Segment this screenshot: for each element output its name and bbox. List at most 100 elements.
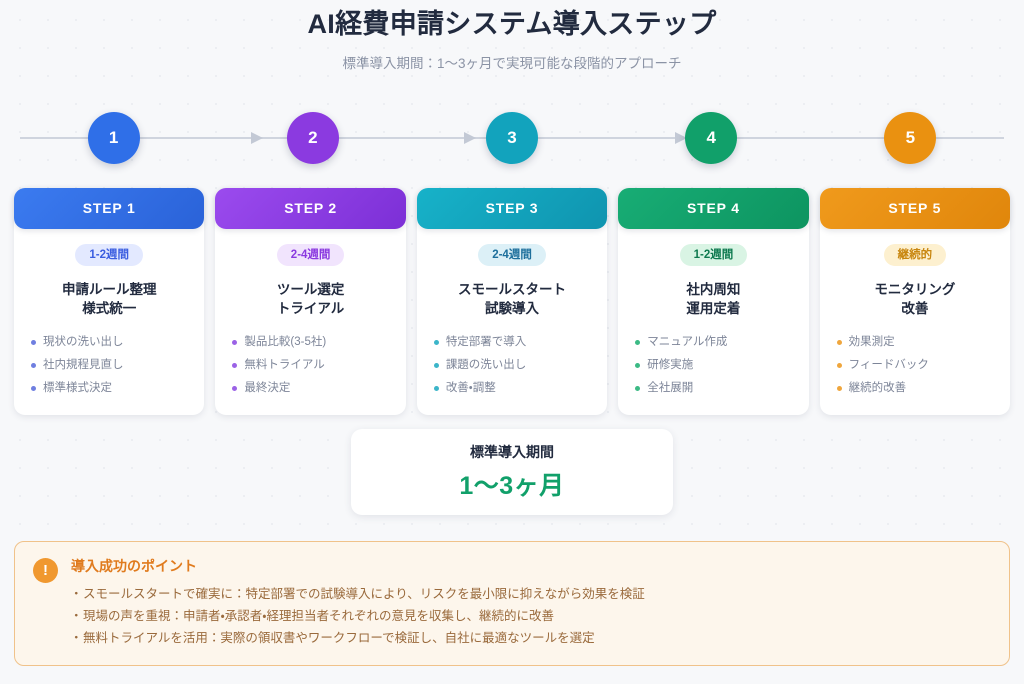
step-card-title-2: ツール選定トライアル <box>215 280 405 319</box>
duration-badge-2: 2-4週間 <box>276 243 345 266</box>
list-item: マニュアル作成 <box>634 331 792 354</box>
step-bullets-5: 効果測定フィードバック継続的改善 <box>820 331 1010 401</box>
bullet-text: 無料トライアル <box>244 359 325 372</box>
step-card-3[interactable]: STEP 3 2-4週間スモールスタート試験導入特定部署で導入課題の洗い出し改善・… <box>416 187 608 415</box>
step-title-line1-4: 社内周知 <box>686 281 741 297</box>
list-item: フィードバック <box>836 354 994 377</box>
timeline: 1 2 3 4 5 <box>14 96 1010 180</box>
step-card-header-2: STEP 2 <box>215 187 406 229</box>
step-title-line1-1: 申請ルール整理 <box>61 281 157 297</box>
timeline-node-1[interactable]: 1 <box>87 111 140 164</box>
list-item: 社内規程見直し <box>30 354 188 377</box>
list-item: 効果測定 <box>836 331 994 354</box>
badge-row-4: 1-2週間 <box>618 243 808 266</box>
page-title: AI経費申請システム導入ステップ <box>307 9 717 39</box>
badge-row-1: 1-2週間 <box>14 243 204 266</box>
exclamation-icon: ! <box>33 557 58 583</box>
bullet-text: 現状の洗い出し <box>43 335 124 348</box>
step-title-line2-4: 運用定着 <box>686 301 741 317</box>
step-card-4[interactable]: STEP 4 1-2週間社内周知運用定着マニュアル作成研修実施全社展開 <box>618 187 809 415</box>
step-card-1[interactable]: STEP 1 1-2週間申請ルール整理様式統一現状の洗い出し社内規程見直し標準様式… <box>14 187 205 415</box>
bullet-text: 最終決定 <box>244 382 291 395</box>
step-cards: STEP 1 1-2週間申請ルール整理様式統一現状の洗い出し社内規程見直し標準様式… <box>14 187 1011 415</box>
step-card-header-1: STEP 1 <box>14 187 205 229</box>
list-item: 標準様式決定 <box>30 377 188 400</box>
step-card-title-1: 申請ルール整理様式統一 <box>14 280 204 319</box>
timeline-node-5[interactable]: 5 <box>884 111 937 164</box>
timeline-node-4[interactable]: 4 <box>685 111 738 164</box>
bullet-text: 社内規程見直し <box>43 359 124 372</box>
list-item: 現状の洗い出し <box>30 331 188 354</box>
step-title-line1-5: モニタリング <box>874 281 956 297</box>
step-card-header-5: STEP 5 <box>819 187 1011 229</box>
step-card-title-4: 社内周知運用定着 <box>618 280 808 319</box>
step-card-title-5: モニタリング改善 <box>820 280 1010 319</box>
timeline-node-3[interactable]: 3 <box>486 111 538 164</box>
bullet-text: 改善・調整 <box>445 382 496 395</box>
list-item: 無料トライアル <box>231 354 389 377</box>
bullet-text: 研修実施 <box>647 359 694 372</box>
arrow-right-icon-3 <box>675 131 687 144</box>
badge-row-2: 2-4週間 <box>215 243 405 266</box>
tip-item-1: スモールスタートで確実に：特定部署での試験導入により、リスクを最小限に抑えながら… <box>70 583 991 606</box>
timeline-node-slot-2: 2 <box>213 111 412 164</box>
list-item: 製品比較(3-5社) <box>231 331 389 354</box>
tips-panel: ! 導入成功のポイント スモールスタートで確実に：特定部署での試験導入により、リ… <box>14 540 1010 667</box>
list-item: 最終決定 <box>231 377 389 400</box>
timeline-node-slot-3: 3 <box>412 111 611 164</box>
step-card-header-4: STEP 4 <box>618 187 809 229</box>
bullet-text: マニュアル作成 <box>647 335 728 348</box>
step-bullets-1: 現状の洗い出し社内規程見直し標準様式決定 <box>14 331 204 401</box>
tip-item-2: 現場の声を重視：申請者・承認者・経理担当者それぞれの意見を収集し、継続的に改善 <box>70 605 991 628</box>
list-item: 特定部署で導入 <box>433 331 591 354</box>
arrow-right-icon-2 <box>464 131 476 144</box>
badge-row-5: 継続的 <box>820 243 1010 266</box>
bullet-text: 全社展開 <box>647 382 694 395</box>
timeline-node-slot-5: 5 <box>811 111 1010 164</box>
summary-label: 標準導入期間 <box>470 443 554 460</box>
bullet-text: フィードバック <box>848 359 929 372</box>
step-title-line2-5: 改善 <box>901 301 929 317</box>
duration-badge-5: 継続的 <box>883 243 947 266</box>
duration-badge-1: 1-2週間 <box>75 243 144 266</box>
timeline-node-slot-1: 1 <box>14 111 213 164</box>
summary-value: 1〜3ヶ月 <box>459 471 565 500</box>
tip-item-3: 無料トライアルを活用：実際の領収書やワークフローで検証し、自社に最適なツールを選… <box>70 627 991 650</box>
bullet-text: 製品比較(3-5社) <box>244 335 327 348</box>
bullet-text: 標準様式決定 <box>43 382 112 395</box>
step-bullets-2: 製品比較(3-5社) 無料トライアル最終決定 <box>215 331 405 401</box>
page-subtitle: 標準導入期間：1〜3ヶ月で実現可能な段階的アプローチ <box>342 55 682 71</box>
list-item: 改善・調整 <box>433 377 591 400</box>
list-item: 継続的改善 <box>836 377 994 400</box>
list-item: 全社展開 <box>634 377 792 400</box>
step-title-line2-1: 様式統一 <box>82 301 137 317</box>
bullet-text: 効果測定 <box>848 335 895 348</box>
step-card-header-3: STEP 3 <box>416 187 608 229</box>
step-card-5[interactable]: STEP 5 継続的モニタリング改善効果測定フィードバック継続的改善 <box>819 187 1011 415</box>
tips-list: スモールスタートで確実に：特定部署での試験導入により、リスクを最小限に抑えながら… <box>70 583 991 650</box>
step-title-line2-3: 試験導入 <box>485 301 540 317</box>
badge-row-3: 2-4週間 <box>417 243 607 266</box>
step-bullets-3: 特定部署で導入課題の洗い出し改善・調整 <box>417 331 607 401</box>
step-title-line2-2: トライアル <box>276 301 345 317</box>
list-item: 研修実施 <box>634 354 792 377</box>
duration-summary-box: 標準導入期間 1〜3ヶ月 <box>351 428 673 515</box>
list-item: 課題の洗い出し <box>433 354 591 377</box>
bullet-text: 特定部署で導入 <box>445 335 527 348</box>
timeline-node-slot-4: 4 <box>612 111 811 164</box>
header: AI経費申請システム導入ステップ 標準導入期間：1〜3ヶ月で実現可能な段階的アプ… <box>14 0 1010 72</box>
step-card-title-3: スモールスタート試験導入 <box>417 280 607 319</box>
step-bullets-4: マニュアル作成研修実施全社展開 <box>618 331 808 401</box>
tips-title: 導入成功のポイント <box>71 557 197 574</box>
timeline-node-2[interactable]: 2 <box>286 111 339 164</box>
arrow-right-icon-1 <box>251 131 263 144</box>
step-title-line1-2: ツール選定 <box>276 281 345 297</box>
step-title-line1-3: スモールスタート <box>458 281 567 297</box>
step-card-2[interactable]: STEP 2 2-4週間ツール選定トライアル製品比較(3-5社) 無料トライアル最終… <box>215 187 406 415</box>
tips-body: 導入成功のポイント スモールスタートで確実に：特定部署での試験導入により、リスク… <box>70 556 991 650</box>
duration-badge-4: 1-2週間 <box>679 243 748 266</box>
bullet-text: 継続的改善 <box>848 382 907 395</box>
duration-badge-3: 2-4週間 <box>478 243 546 266</box>
bullet-text: 課題の洗い出し <box>445 359 527 372</box>
